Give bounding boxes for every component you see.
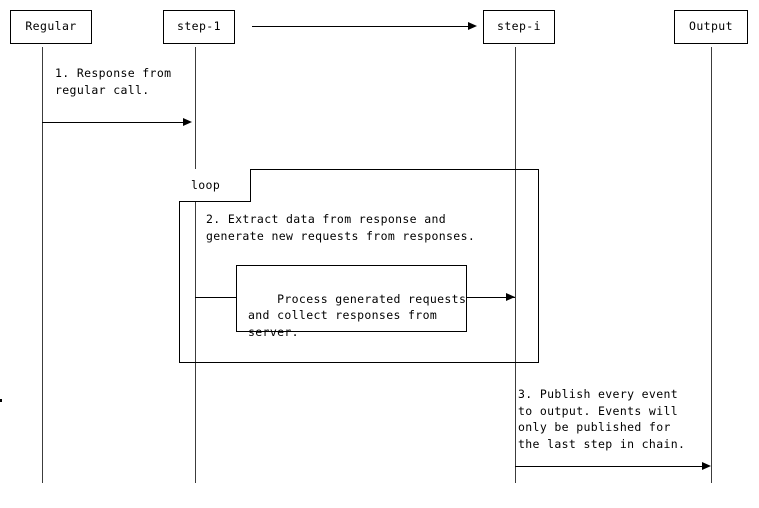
process-note-box: Process generated requests and collect r… [236,265,467,339]
canvas-edge-tick [0,399,2,402]
message-1-text: 1. Response from regular call. [55,66,172,97]
loop-fragment[interactable] [179,169,539,363]
lifeline-step-1 [195,47,196,483]
message-3-text: 3. Publish every event to output. Events… [518,387,686,451]
process-note-text: Process generated requests and collect r… [248,291,467,339]
message-3-arrow-line [515,466,703,467]
loop-operator-text: loop [191,178,221,192]
message-1-arrow-head [183,117,192,126]
chain-arrow-line [252,26,470,27]
participant-box-step-1[interactable]: step-1 [163,10,235,44]
lifeline-step-i [515,47,516,483]
message-2-arrow-head [506,292,515,301]
message-1-arrow-line [42,122,184,123]
participant-box-output[interactable]: Output [674,10,748,44]
message-2-text: 2. Extract data from response and genera… [206,212,476,243]
participant-label-regular: Regular [25,19,77,34]
participant-label-step-1: step-1 [177,19,221,34]
chain-arrow-head [468,21,477,30]
message-3-arrow-head [702,461,711,470]
participant-label-output: Output [689,19,733,34]
participant-box-regular[interactable]: Regular [10,10,92,44]
loop-fragment-label: loop [179,169,251,202]
participant-label-step-i: step-i [497,19,541,34]
participant-box-step-i[interactable]: step-i [483,10,555,44]
lifeline-output [711,47,712,483]
lifeline-regular [42,47,43,483]
